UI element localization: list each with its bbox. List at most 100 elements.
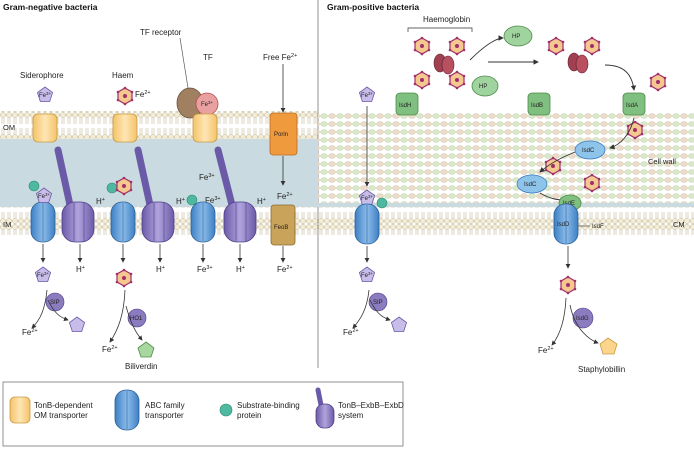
biliverdin-molecule	[137, 341, 155, 358]
substrate-binding-protein-3	[186, 194, 198, 206]
substrate-binding-protein-1	[28, 180, 40, 192]
gp-fe3-ext: Fe3+	[361, 91, 374, 99]
isdc-protein-2	[516, 174, 548, 194]
cm-label: CM	[673, 220, 685, 229]
porin	[269, 112, 298, 156]
fe2-product-2: Fe2+	[102, 345, 118, 354]
haem-to-isda-arrow	[604, 64, 637, 91]
isdh-label: IsdH	[399, 103, 411, 109]
gp-free-siderophore	[390, 316, 408, 332]
legend-tonb-line1: TonB-dependent	[34, 401, 93, 410]
fe3-peri-1: Fe3+	[38, 192, 51, 200]
haemoglobin-label: Haemoglobin	[423, 15, 470, 24]
h-ion-out-3: H+	[257, 197, 266, 206]
legend-abc-line2: transporter	[145, 411, 184, 420]
fe2-product-1: Fe2+	[22, 328, 38, 337]
tonb-protein-2	[134, 146, 154, 209]
legend-box	[2, 381, 404, 447]
legend-exb-swatch	[315, 403, 335, 429]
isdc-label-2: IsdC	[524, 182, 537, 188]
haemoglobin2-haem-1	[547, 36, 565, 56]
fe3-peri-tf: Fe3+	[199, 173, 215, 182]
isda-protein	[622, 92, 646, 116]
cell-wall-label: Cell wall	[648, 157, 676, 166]
fe2-cyto: Fe2+	[277, 265, 293, 274]
haemoglobin-haem-3	[413, 70, 431, 90]
im-label: IM	[3, 220, 11, 229]
hp-bound-label: HP	[479, 84, 487, 90]
legend-sbp-line1: Substrate-binding	[237, 401, 300, 410]
staphylobillin-label: Staphylobillin	[578, 365, 625, 374]
sip-arrow-fe	[31, 289, 48, 329]
gp-fe3-cyto: Fe3+	[361, 271, 374, 279]
fe3-tf: Fe3+	[201, 100, 214, 108]
haptoglobin-released	[503, 25, 533, 47]
legend-tonb-line2: OM transporter	[34, 411, 88, 420]
haem-molecule-extracellular	[116, 86, 134, 106]
fe3-sbp-tf: Fe3+	[205, 196, 221, 205]
feob-label: FeoB	[274, 225, 288, 231]
free-siderophore	[69, 316, 85, 332]
haemoglobin-bracket	[407, 27, 473, 32]
tonb-transporter-haem	[112, 113, 138, 143]
gram-negative-title: Gram-negative bacteria	[3, 2, 98, 12]
isdf-label: IsdF	[592, 224, 604, 230]
biliverdin-label: Biliverdin	[125, 362, 157, 371]
fe3-cyto-1: Fe3+	[37, 271, 50, 279]
gp-fe2-product: Fe2+	[343, 328, 359, 337]
isda-label: IsdA	[626, 103, 638, 109]
tf-receptor-label: TF receptor	[140, 28, 182, 37]
fe2-peri: Fe2+	[277, 192, 293, 201]
gp-abc-transporter	[354, 203, 380, 245]
ho1-arrow-fe	[109, 289, 126, 343]
isdb-label: IsdB	[531, 103, 543, 109]
legend-abc-line1: ABC family	[145, 401, 185, 410]
abc-transporter-1	[30, 201, 56, 243]
isdg-arrow-fe	[551, 297, 567, 346]
isdh-protein	[395, 92, 419, 116]
globin2-chain-2	[575, 54, 589, 74]
h-ion-out-1: H+	[96, 197, 105, 206]
cytoplasmic-membrane	[318, 207, 694, 235]
haem-label: Haem	[112, 71, 134, 80]
free-fe-label: Free Fe2+	[263, 53, 297, 62]
periplasm	[0, 139, 318, 207]
isdc-protein-1	[574, 140, 606, 160]
legend-sbp-line2: protein	[237, 411, 261, 420]
haem-cytoplasm-gp	[559, 275, 577, 295]
substrate-binding-protein-2	[106, 182, 118, 194]
gp-sip-arrow-fe	[352, 289, 370, 329]
fe3-cyto-tf: Fe3+	[197, 265, 213, 274]
ho1-enzyme	[127, 308, 147, 328]
tonb-protein-1	[54, 146, 74, 209]
haem-cytoplasm	[115, 268, 133, 288]
haemoglobin-haem-2	[448, 36, 466, 56]
fe2-haem: Fe2+	[135, 90, 151, 99]
om-label: OM	[3, 123, 15, 132]
isdd-label: IsdD	[557, 222, 570, 228]
legend-sbp-swatch	[219, 403, 233, 417]
tf-label: TF	[203, 53, 213, 62]
hp-released-label: HP	[512, 34, 520, 40]
tonb-transporter-siderophore	[32, 113, 58, 143]
isdc-to-isdc-arrow	[539, 151, 576, 173]
exb-complex-3	[223, 201, 257, 243]
staphylobillin-molecule	[599, 337, 618, 355]
sip-label-gp: SIP	[373, 300, 383, 306]
isdg-arrow-staph	[569, 304, 599, 344]
haemoglobin-haem-1	[413, 36, 431, 56]
feob-transporter	[270, 204, 296, 246]
haptoglobin-bound	[471, 75, 499, 97]
globin-chain-2	[441, 55, 455, 75]
porin-label: Porin	[274, 132, 288, 138]
isdc-label-1: IsdC	[582, 148, 595, 154]
fe3-ion-label: Fe3+	[39, 91, 52, 99]
hp-release-arrow	[469, 35, 504, 61]
siderophore-label: Siderophore	[20, 71, 64, 80]
h-ion-in-1: H+	[76, 265, 85, 274]
tonb-transporter-tf	[192, 113, 218, 143]
legend-exb-line1: TonB–ExbB–ExbD	[338, 401, 404, 410]
h-ion-in-3: H+	[236, 265, 245, 274]
haem-free-gp	[649, 72, 667, 92]
